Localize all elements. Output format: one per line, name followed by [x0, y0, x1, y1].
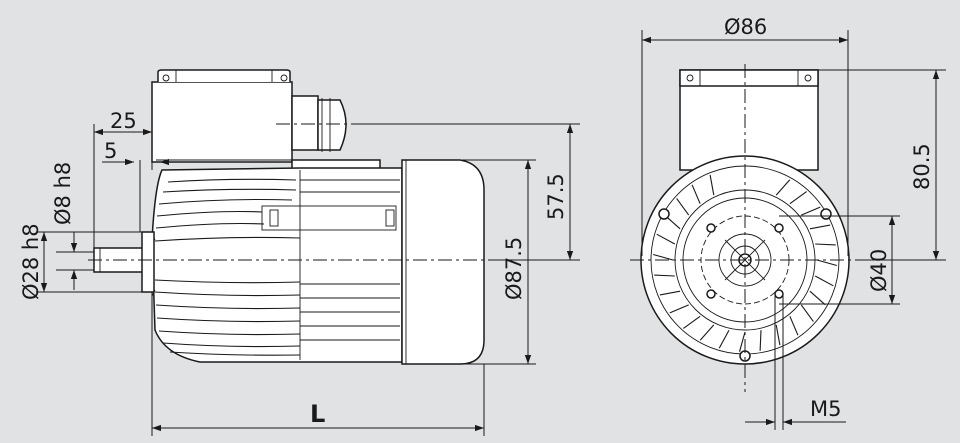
radial-fin — [775, 324, 781, 346]
radial-fin — [775, 179, 791, 196]
radial-fin — [718, 329, 730, 349]
radial-fin — [789, 316, 799, 336]
bolt-hole — [774, 289, 784, 299]
radial-fin — [656, 233, 676, 245]
radial-fin — [691, 184, 701, 204]
radial-fin — [800, 304, 814, 322]
radial-fin — [815, 243, 836, 246]
dim-label-o86: Ø86 — [724, 15, 767, 39]
radial-fin — [816, 259, 837, 267]
dim-label-o28h8: Ø28 h8 — [19, 223, 43, 300]
dim-label-o87-5: Ø87.5 — [502, 237, 526, 300]
dim-label-25: 25 — [110, 109, 137, 133]
bolt-hole — [706, 289, 716, 299]
dim-key-small: 5 — [102, 139, 196, 232]
front-view: Ø86 80.5 Ø40 M5 — [630, 15, 946, 430]
radial-fin — [709, 174, 715, 196]
dim-label-o8h8: Ø8 h8 — [51, 162, 75, 225]
dim-box-top: 80.5 — [818, 69, 946, 261]
radial-fin — [809, 224, 831, 230]
cooling-fins — [154, 170, 400, 360]
radial-fin — [814, 275, 834, 287]
bolt-hole — [706, 223, 716, 233]
side-view: 25 5 Ø8 h8 Ø28 h8 57. — [19, 69, 580, 436]
dim-bolt-circle: Ø40 — [779, 215, 900, 305]
bolt-hole — [774, 223, 784, 233]
radial-fin — [789, 191, 807, 205]
dim-motor-diameter: Ø87.5 — [462, 159, 536, 365]
mount-hole — [820, 208, 832, 220]
radial-fin — [653, 253, 674, 261]
radial-fin — [801, 206, 821, 216]
front-terminal-box — [679, 69, 819, 171]
dim-label-l: L — [310, 400, 325, 428]
terminal-box — [151, 69, 381, 171]
dim-key-width: Ø8 h8 — [51, 162, 94, 290]
dim-shaft-diameter: Ø28 h8 — [19, 223, 142, 300]
dim-label-5: 5 — [104, 139, 117, 163]
front-fins — [653, 174, 837, 352]
dim-box-height: 57.5 — [360, 123, 580, 261]
radial-fin — [809, 290, 826, 306]
radial-fin — [699, 324, 715, 341]
dim-label-80-5: 80.5 — [910, 143, 934, 190]
dim-label-57-5: 57.5 — [544, 173, 568, 220]
radial-fin — [738, 331, 746, 352]
radial-fin — [659, 290, 681, 296]
dim-label-m5: M5 — [810, 397, 841, 421]
radial-fin — [669, 304, 689, 314]
dim-total-length: L — [151, 292, 485, 436]
dim-label-o40: Ø40 — [867, 249, 891, 292]
radial-fin — [759, 330, 762, 351]
radial-fin — [676, 198, 690, 216]
fan-cover — [401, 159, 485, 365]
dim-shaft-offset: 25 — [93, 109, 153, 248]
dim-flange-width: Ø86 — [641, 15, 849, 256]
dim-thread: M5 — [745, 294, 846, 430]
motor-body — [151, 167, 403, 363]
radial-fin — [654, 274, 675, 277]
shaft — [93, 231, 155, 293]
radial-fin — [683, 315, 701, 329]
mount-hole — [658, 208, 670, 220]
